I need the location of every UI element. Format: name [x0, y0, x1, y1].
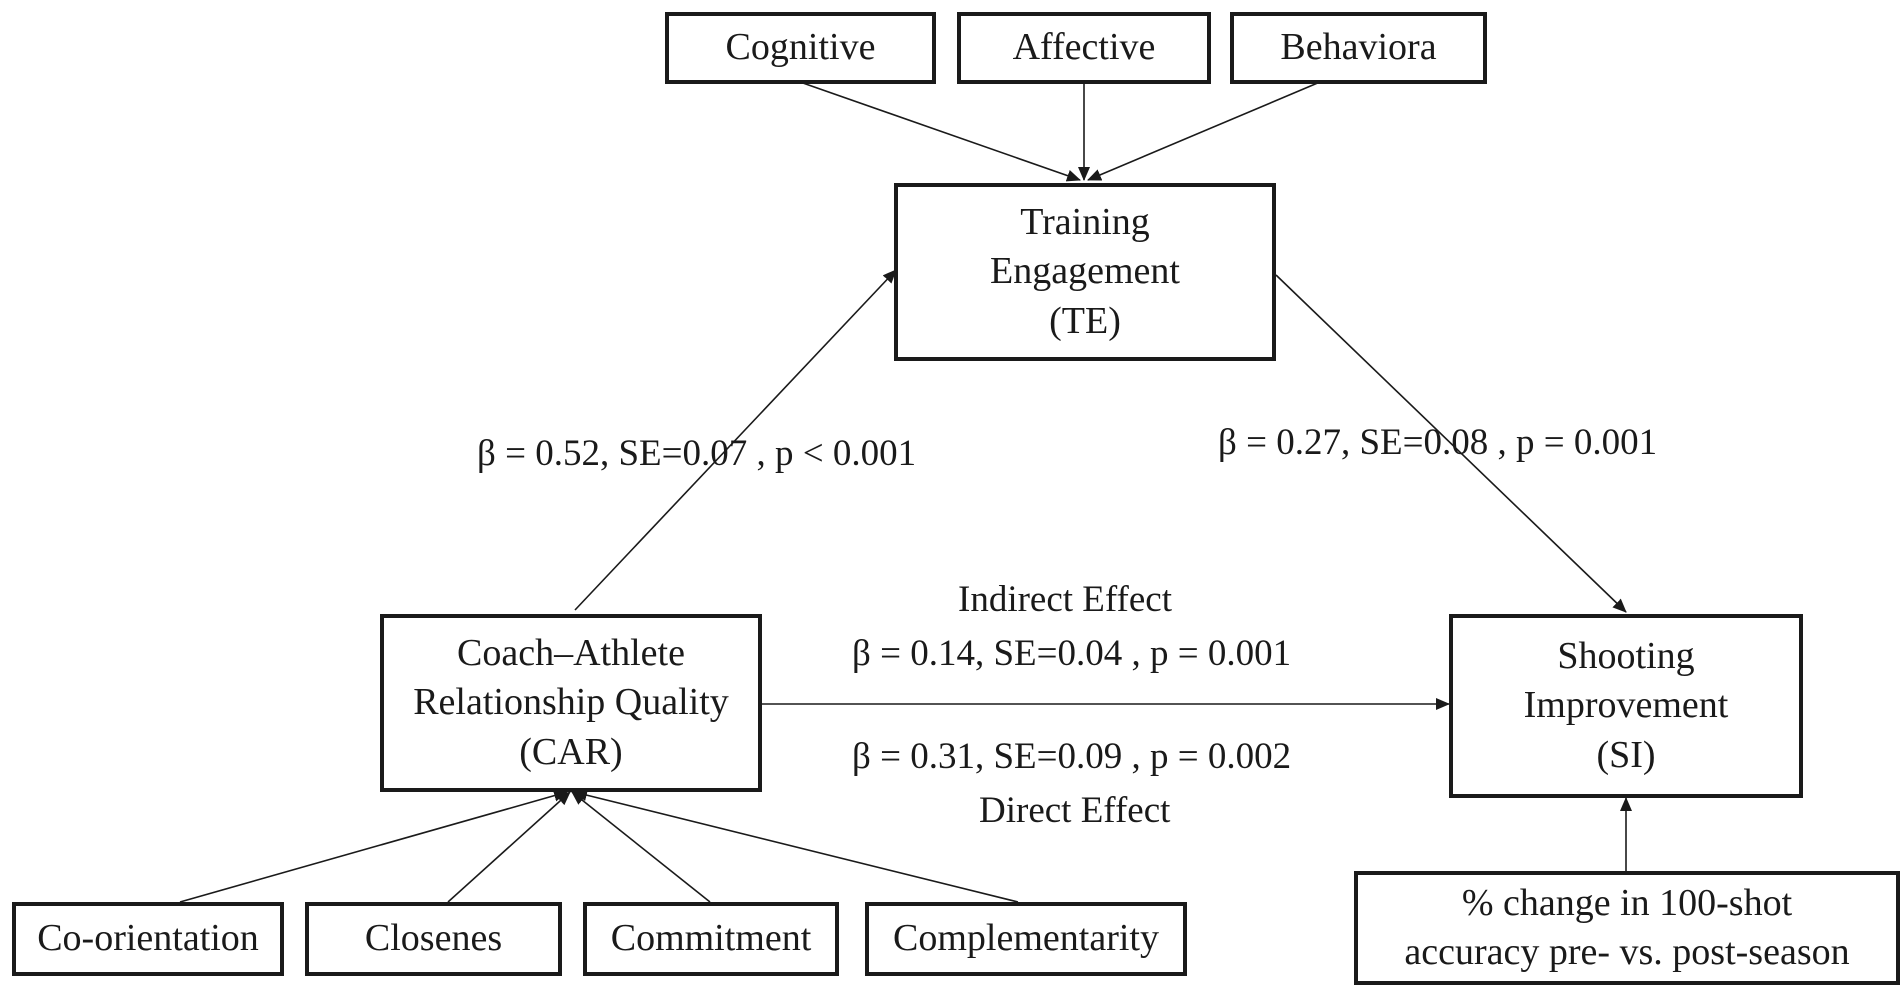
accuracy-measure-label-line-1: % change in 100-shot [1461, 881, 1793, 924]
direct-effect-coefficient: β = 0.31, SE=0.09 , p = 0.002 [852, 736, 1292, 777]
training-engagement-label-line-2: Engagement [990, 250, 1180, 293]
cognitive-box: Cognitive [665, 12, 936, 84]
affective-box: Affective [957, 12, 1211, 84]
indirect-effect-title: Indirect Effect [958, 579, 1172, 620]
commitment-box: Commitment [583, 902, 839, 976]
edge-commitment-to-car [571, 791, 711, 903]
cognitive-label-line-1: Cognitive [725, 26, 876, 69]
training-engagement-label-line-1: Training [1020, 200, 1150, 243]
training-engagement-label-line-3: (TE) [1049, 299, 1121, 342]
co-orientation-label-line-1: Co-orientation [37, 917, 259, 960]
edge-complementarity-to-car [573, 789, 1019, 903]
accuracy-measure-box: % change in 100-shot accuracy pre- vs. po… [1354, 871, 1900, 985]
closeness-label-line-1: Closenes [364, 917, 503, 960]
cognitive-label: Cognitive [726, 23, 876, 72]
edge-car-to-te [574, 269, 897, 611]
commitment-label-line-1: Commitment [610, 917, 812, 960]
complementarity-box: Complementarity [865, 902, 1187, 976]
closeness-label: Closenes [365, 914, 502, 963]
affective-label-line-1: Affective [1012, 26, 1156, 69]
co-orientation-box: Co-orientation [12, 902, 284, 976]
shooting-improvement-label-line-1: Shooting [1557, 634, 1695, 677]
commitment-label: Commitment [611, 914, 812, 963]
car-label-line-1: Coach–Athlete [457, 631, 685, 674]
behavioral-label-line-1: Behaviora [1280, 26, 1437, 69]
car-to-te-coefficient: β = 0.52, SE=0.07 , p < 0.001 [477, 433, 917, 474]
car-label-line-2: Relationship Quality [413, 681, 729, 724]
edge-te-to-si [1275, 274, 1627, 613]
edge-co-orientation-to-car [179, 789, 568, 903]
accuracy-measure-label: % change in 100-shot accuracy pre- vs. po… [1404, 879, 1849, 978]
behavioral-box: Behaviora [1230, 12, 1487, 84]
complementarity-label-line-1: Complementarity [893, 917, 1159, 960]
co-orientation-label: Co-orientation [37, 914, 259, 963]
behavioral-label: Behaviora [1280, 23, 1436, 72]
affective-label: Affective [1013, 23, 1156, 72]
accuracy-measure-label-line-2: accuracy pre- vs. post-season [1404, 931, 1850, 973]
edge-cognitive-to-te [799, 81, 1081, 182]
edge-closeness-to-car [447, 791, 571, 903]
indirect-effect-coefficient: β = 0.14, SE=0.04 , p = 0.001 [852, 633, 1292, 674]
edge-behavioral-to-te [1087, 81, 1321, 181]
closeness-box: Closenes [305, 902, 562, 976]
complementarity-label: Complementarity [893, 914, 1159, 963]
shooting-improvement-label-line-2: Improvement [1523, 684, 1729, 727]
shooting-improvement-label-line-3: (SI) [1596, 733, 1656, 776]
te-to-si-coefficient: β = 0.27, SE=0.08 , p = 0.001 [1218, 422, 1658, 463]
car-label-line-3: (CAR) [519, 730, 623, 773]
direct-effect-title: Direct Effect [979, 790, 1171, 831]
